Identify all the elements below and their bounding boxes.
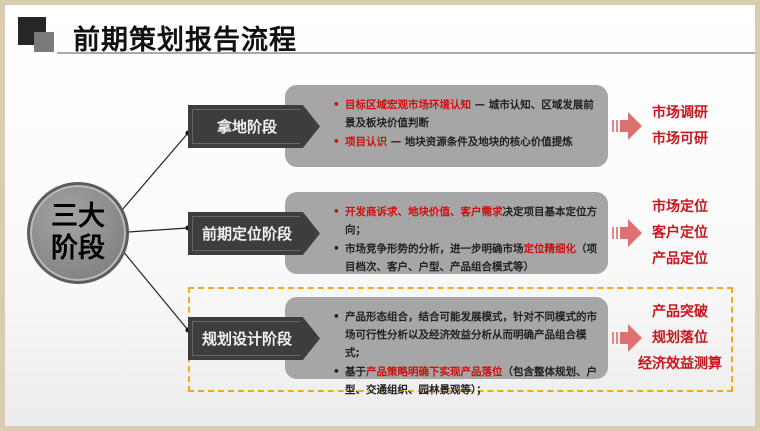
title-divider	[57, 52, 755, 54]
bullet-text: 项目认识	[345, 136, 387, 148]
stage-detail-panel	[285, 297, 608, 379]
bullet-item: • 基于产品策略明确下实现产品落位（包含整体规划、户型、交通组织、园林景观等）；	[333, 363, 597, 399]
bullet-icon: •	[333, 136, 340, 148]
stage-outcomes: 市场定位客户定位产品定位	[625, 194, 735, 272]
stage-label-0: 拿地阶段	[188, 105, 320, 148]
bullet-text: 目标区域宏观市场环境认知	[345, 99, 471, 111]
bullet-text: （项目档次、客户、户型、产品组合模式等）	[345, 243, 597, 273]
outcome-item: 经济效益测算	[638, 356, 722, 372]
stage-bullets: • 产品形态组合，结合可能发展模式，针对不同模式的市场可行性分析以及经济效益分析从…	[333, 308, 597, 400]
bullet-text: 产品形态组合，结合可能发展模式，针对不同模式的市场可行性分析以及经济效益分析从而…	[345, 311, 597, 359]
bullet-text: 基于	[345, 366, 366, 378]
stage-outcomes: 产品突破规划落位经济效益测算	[625, 299, 735, 377]
bullet-item: • 产品形态组合，结合可能发展模式，针对不同模式的市场可行性分析以及经济效益分析从…	[333, 308, 597, 362]
hub-line-2: 阶段	[51, 233, 105, 264]
stage-label-2: 规划设计阶段	[188, 317, 320, 360]
bullet-icon: •	[333, 99, 340, 111]
stage-label-text: 规划设计阶段	[201, 330, 292, 348]
outcome-item: 客户定位	[652, 225, 708, 241]
bullet-text: 市场竞争形势的分析，进一步明确市场	[345, 243, 524, 255]
stage-detail-panel	[285, 192, 608, 274]
stage-label-text: 前期定位阶段	[201, 225, 292, 243]
bullet-text: 产品策略明确下实现产品落位	[366, 366, 503, 378]
bullet-item: • 市场竞争形势的分析，进一步明确市场定位精细化（项目档次、客户、户型、产品组合模…	[333, 240, 597, 276]
hub-line-1: 三大	[51, 201, 105, 232]
bullet-text: （包含整体规划、户型、交通组织、园林景观等）；	[345, 366, 597, 396]
bullet-text: 决定项目基本定位方向；	[345, 206, 597, 236]
bullet-text: — 城市认知、区域发展前景及板块价值判断	[345, 99, 594, 129]
bullet-icon: •	[333, 311, 340, 323]
outcome-item: 市场调研	[652, 105, 708, 121]
stage-detail-panel	[285, 85, 608, 167]
outcome-item: 规划落位	[652, 330, 708, 346]
outcome-item: 市场可研	[652, 131, 708, 147]
bullet-text: — 地块资源条件及地块的核心价值提炼	[387, 136, 573, 148]
page-title: 前期策划报告流程	[73, 25, 297, 56]
outcome-item: 产品突破	[652, 304, 708, 320]
bullet-text: 开发商诉求、地块价值、客户需求	[345, 206, 503, 218]
arrow-right-icon	[612, 218, 642, 252]
outcome-item: 产品定位	[652, 251, 708, 267]
bullet-item: • 项目认识 — 地块资源条件及地块的核心价值提炼	[333, 133, 597, 151]
bullet-icon: •	[333, 243, 340, 255]
arrow-right-icon	[612, 323, 642, 357]
bullet-icon: •	[333, 206, 340, 218]
title-square-icon	[34, 32, 54, 52]
three-stages-hub: 三大 阶段	[27, 182, 129, 284]
bullet-text: 定位精细化	[523, 243, 577, 255]
arrow-right-icon	[612, 111, 642, 145]
bullet-icon: •	[333, 366, 340, 378]
stage-bullets: • 开发商诉求、地块价值、客户需求决定项目基本定位方向； • 市场竞争形势的分析，进一…	[333, 203, 597, 277]
stage-bullets: •目标区域宏观市场环境认知 — 城市认知、区域发展前景及板块价值判断•项目认识 …	[333, 96, 597, 152]
stage-label-text: 拿地阶段	[216, 118, 277, 136]
bullet-item: • 开发商诉求、地块价值、客户需求决定项目基本定位方向；	[333, 203, 597, 239]
bullet-item: • 目标区域宏观市场环境认知 — 城市认知、区域发展前景及板块价值判断	[333, 96, 597, 132]
stage-label-1: 前期定位阶段	[188, 212, 320, 255]
outcome-item: 市场定位	[652, 199, 708, 215]
stage-outcomes: 市场调研市场可研	[625, 100, 735, 152]
